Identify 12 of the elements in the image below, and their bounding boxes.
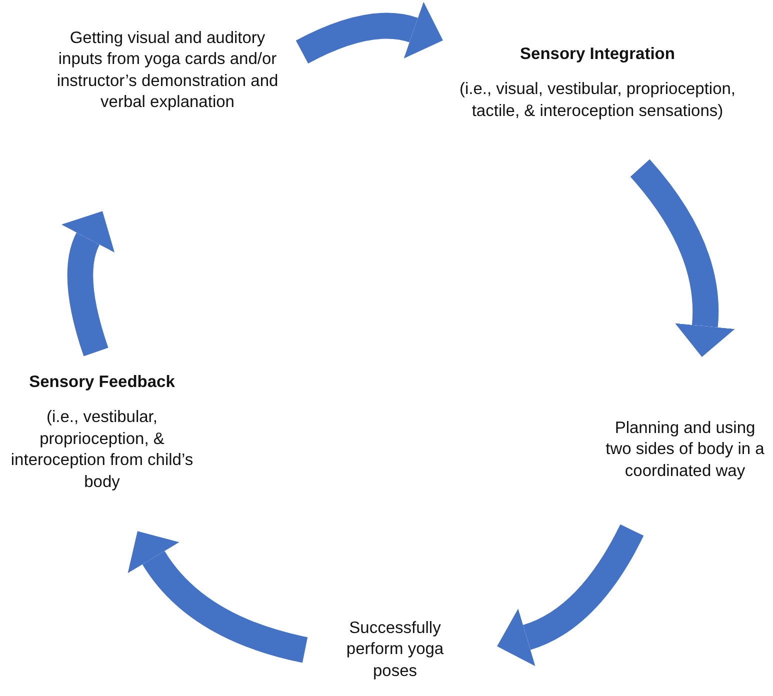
curved-arrow	[60, 210, 116, 356]
curved-arrow	[296, 1, 444, 64]
step-text: (i.e., vestibular, proprioception, & interoception from child’s body	[10, 407, 194, 493]
step-text: Getting visual and auditory inputs from yoga cards and/or instructor’s demonstration and verbal explanation	[56, 28, 280, 114]
step-text: (i.e., visual, vestibular, proprioception, tactile, & interoception sensations)	[458, 79, 737, 122]
curved-arrow	[128, 532, 308, 663]
step-text: Planning and using two sides of body in a coordinated way	[604, 418, 766, 482]
curved-arrow	[498, 524, 644, 666]
curved-arrow	[630, 160, 735, 358]
step-heading: Sensory Integration	[520, 44, 675, 65]
step-heading: Sensory Feedback	[29, 372, 175, 393]
step-text: Successfully perform yoga poses	[345, 618, 445, 682]
